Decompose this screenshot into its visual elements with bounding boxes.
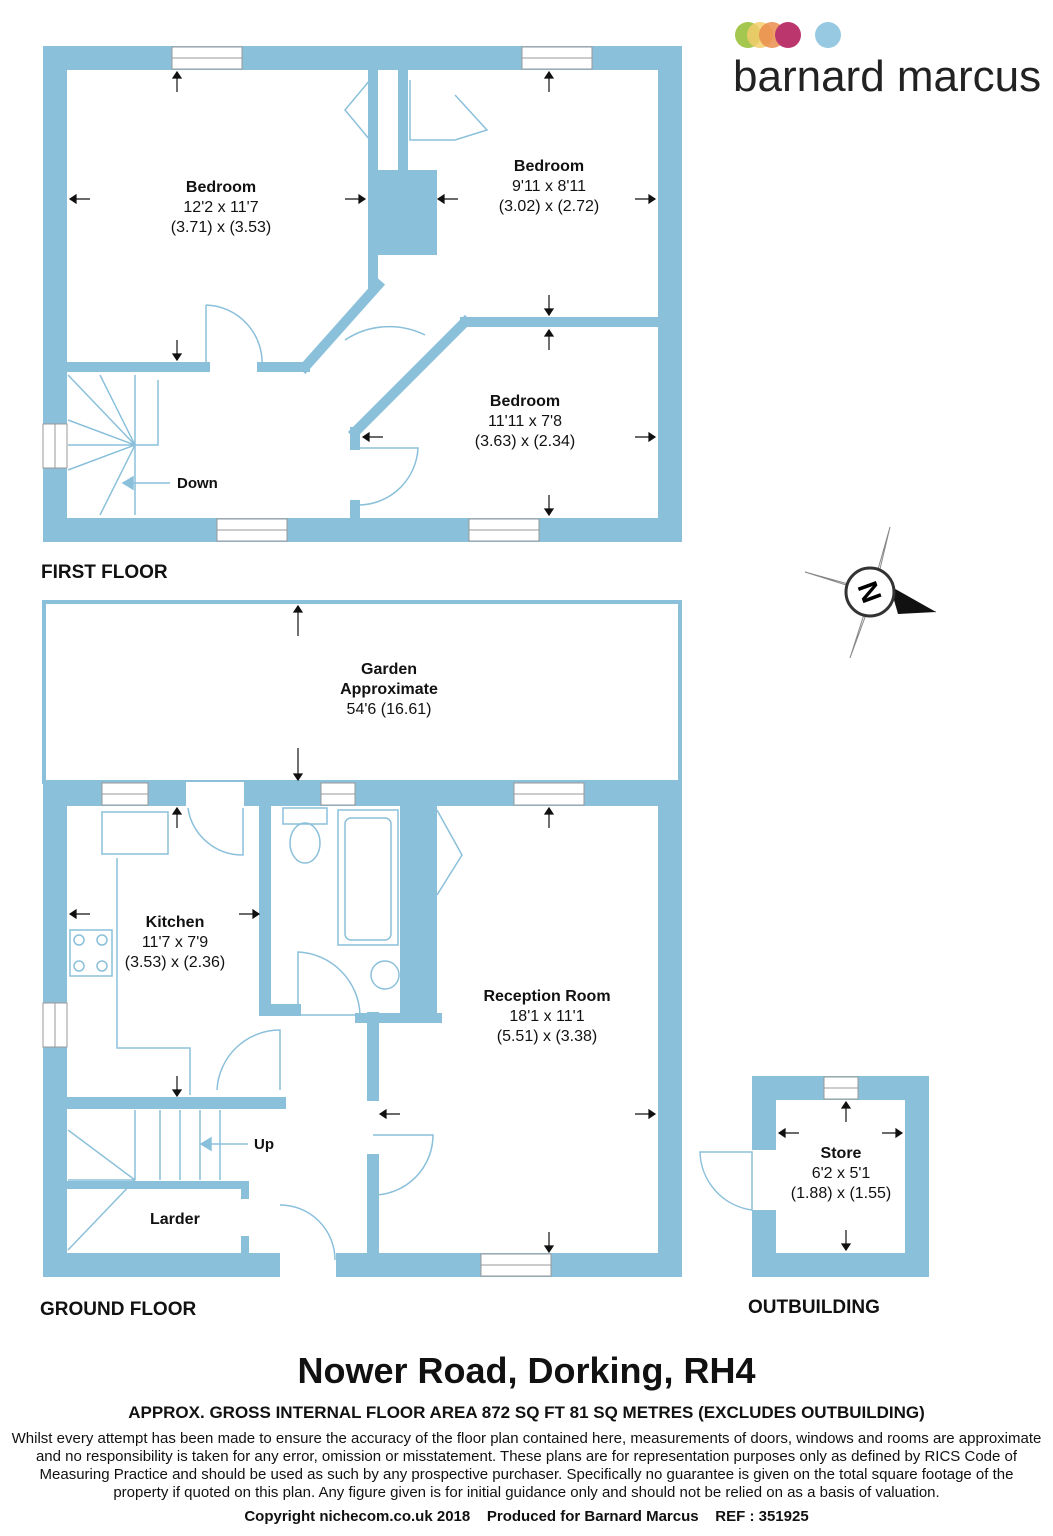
first-floor-outer-wall (43, 46, 682, 542)
bath (337, 809, 399, 946)
door (205, 304, 263, 368)
door (187, 807, 244, 856)
toilet (289, 822, 321, 864)
disclaimer: Whilst every attempt has been made to en… (11, 1430, 1042, 1501)
chimney-breast (368, 170, 437, 255)
stairs-down-label: Down (177, 475, 218, 492)
property-title: Nower Road, Dorking, RH4 (297, 1350, 756, 1391)
ground-floor-stairs (67, 1110, 221, 1251)
door (216, 1029, 281, 1091)
bath-inner (344, 817, 392, 941)
wall (297, 277, 386, 375)
larder-label: Larder (150, 1211, 200, 1228)
basin (370, 960, 400, 990)
door (699, 1151, 753, 1211)
first-floor-stairs (67, 374, 159, 516)
door (359, 447, 419, 506)
cupboard-door (436, 809, 463, 896)
wall (347, 314, 473, 440)
door (372, 1134, 434, 1196)
measurement-arrows (68, 70, 904, 1254)
first-floor-label: FIRST FLOOR (41, 562, 168, 583)
sink (101, 811, 169, 855)
wardrobe-doors (344, 79, 489, 141)
copyright: Copyright nichecom.co.uk 2018 Produced f… (244, 1508, 809, 1525)
brand-logo-text: barnard marcus (733, 52, 1042, 101)
toilet-cistern (282, 807, 328, 825)
bathroom-wall-block (400, 805, 437, 1018)
ground-floor-label: GROUND FLOOR (40, 1299, 197, 1320)
windows (42, 46, 859, 1277)
brand-logo-dots (735, 22, 841, 48)
stairs-up-label: Up (254, 1136, 274, 1153)
hob (69, 929, 113, 977)
door (279, 1204, 336, 1261)
kitchen-worktop (116, 858, 191, 1095)
outbuilding-label: OUTBUILDING (748, 1297, 880, 1318)
door (297, 951, 361, 1016)
compass-icon (804, 526, 937, 659)
floor-area: APPROX. GROSS INTERNAL FLOOR AREA 872 SQ… (128, 1403, 925, 1422)
door (344, 325, 426, 341)
